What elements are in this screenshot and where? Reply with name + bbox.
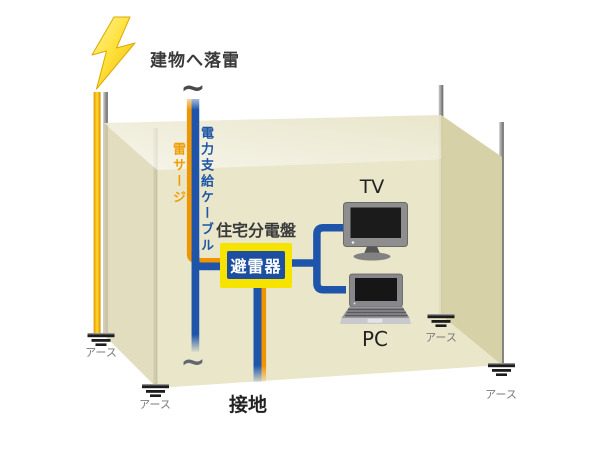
distribution-board-panel: 避雷器 [220,243,292,288]
pc-power-led [353,302,356,305]
surge-label: 雷サージ [170,142,185,206]
earth-label: アース [485,388,517,401]
earth-label: アース [85,346,117,359]
device-cable [291,223,346,294]
earth-label: アース [425,331,457,344]
building-right-face [441,115,502,365]
earth-label: アース [139,398,171,411]
tv-illustration [343,202,408,261]
power-cable [183,92,222,352]
tv-power-led [351,241,355,244]
pc-touchpad [367,318,383,323]
building-box [104,115,502,388]
tv-stand-base [353,252,391,261]
pc-label: PC [361,327,389,351]
lightning-down-conductor [93,92,101,334]
pc-illustration [340,273,411,324]
distribution-board-label: 住宅分電盤 [215,221,296,240]
ac-wave-icon: ~ [180,71,206,106]
tv-label: TV [359,176,385,198]
ac-wave-icon: ~ [180,345,206,380]
ground-symbol [488,363,515,376]
grounding-cable [253,287,267,382]
lightning-bolt-icon [91,16,136,90]
grounding-label: 接地 [228,394,267,416]
diagram-title: 建物へ落雷 [150,51,240,71]
building-front-face [157,157,502,388]
building-top-face [104,115,502,170]
tv-stand-neck [364,246,380,254]
device-cable-branch [313,223,346,294]
building-left-face [104,123,157,388]
power-cable-label: 電力支給ケーブル [198,126,213,254]
surge-arrester-box: 避雷器 [227,251,285,279]
